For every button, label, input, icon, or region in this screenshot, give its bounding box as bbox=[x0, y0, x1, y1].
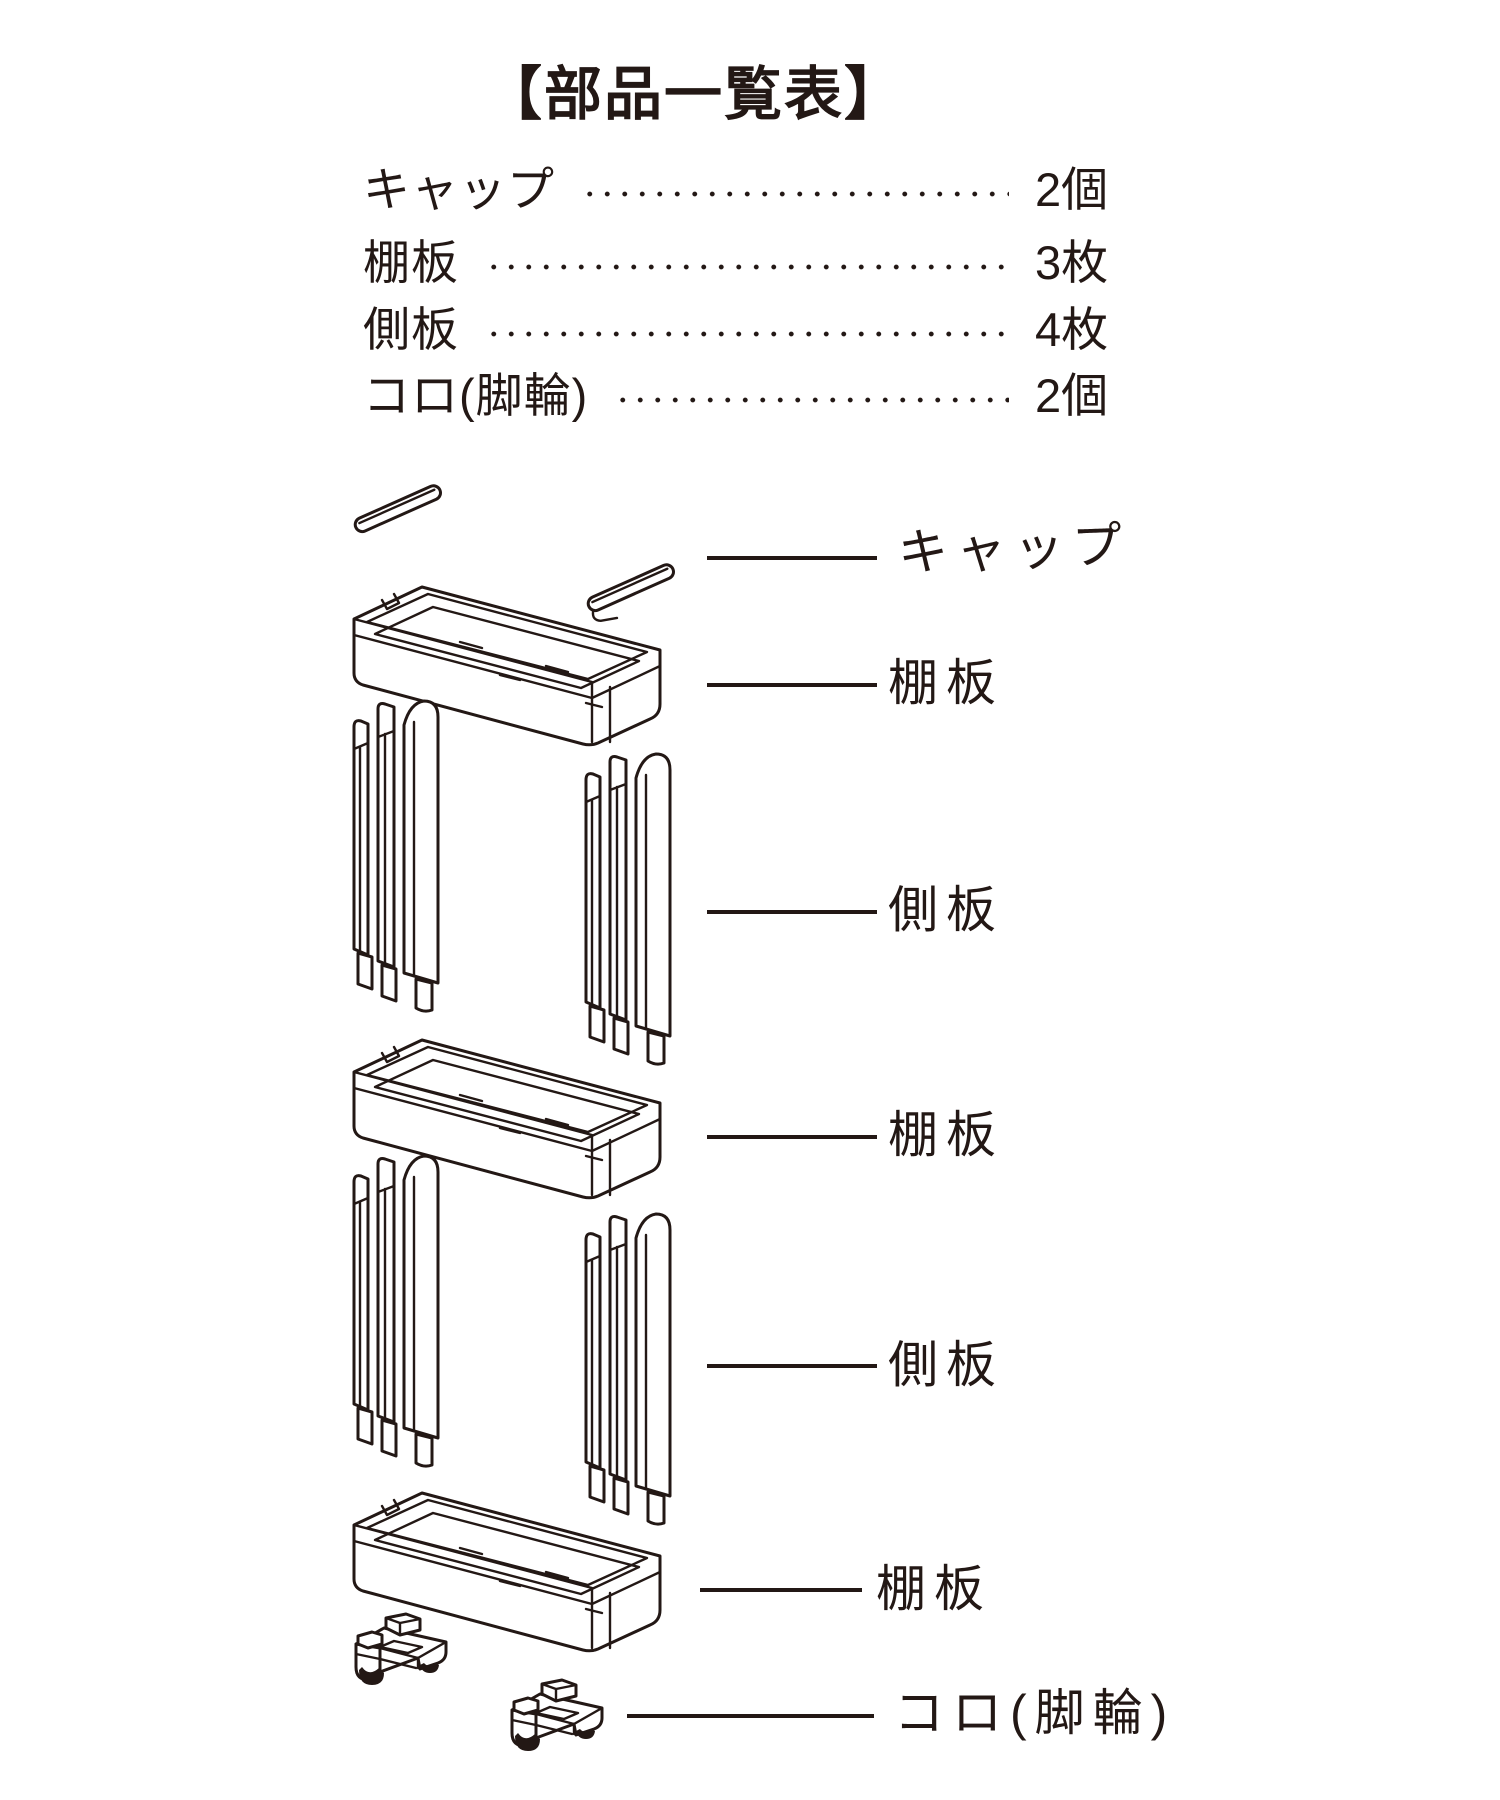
callout-label: キャップ bbox=[897, 516, 1131, 581]
exploded-diagram bbox=[351, 482, 678, 1753]
leader-line bbox=[707, 1364, 877, 1368]
leader-line bbox=[707, 1135, 877, 1139]
side-panel-drawing-right-1 bbox=[584, 752, 672, 1066]
parts-list-row: 側板 4枚 bbox=[363, 301, 1123, 357]
part-name: 棚板 bbox=[363, 235, 459, 289]
leader-line bbox=[707, 556, 877, 560]
leader-line bbox=[700, 1588, 862, 1592]
shelf-board-drawing-1 bbox=[352, 585, 662, 747]
part-name: キャップ bbox=[363, 162, 555, 216]
leader-line bbox=[627, 1714, 874, 1718]
part-count: 2個 bbox=[1035, 162, 1109, 216]
callout-label: コロ(脚輪) bbox=[894, 1685, 1176, 1741]
parts-list-row: コロ(脚輪) 2個 bbox=[363, 367, 1123, 423]
side-panel-drawing-right-2 bbox=[584, 1212, 672, 1526]
parts-list-row: 棚板 3枚 bbox=[363, 234, 1123, 290]
callout-label: 側板 bbox=[888, 882, 1004, 938]
callout-label: 棚板 bbox=[876, 1561, 992, 1617]
part-name: コロ(脚輪) bbox=[363, 368, 589, 422]
cap-part-drawing-1 bbox=[351, 482, 445, 536]
caster-drawing-1 bbox=[354, 1612, 448, 1687]
callout-label: 棚板 bbox=[888, 1107, 1004, 1163]
part-count: 2個 bbox=[1035, 368, 1109, 422]
part-count: 3枚 bbox=[1035, 235, 1109, 289]
part-name: 側板 bbox=[363, 302, 459, 356]
parts-list-row: キャップ 2個 bbox=[363, 161, 1123, 217]
leader-line bbox=[707, 910, 877, 914]
dot-leader bbox=[614, 395, 1009, 405]
shelf-board-drawing-2 bbox=[352, 1038, 662, 1200]
callout-label: 側板 bbox=[888, 1337, 1004, 1393]
side-panel-drawing-left-2 bbox=[352, 1154, 440, 1468]
dot-leader bbox=[581, 189, 1009, 199]
side-panel-drawing-left-1 bbox=[352, 699, 440, 1013]
part-count: 4枚 bbox=[1035, 302, 1109, 356]
leader-line bbox=[707, 683, 877, 687]
cap-part-drawing-2 bbox=[584, 561, 678, 623]
caster-drawing-2 bbox=[510, 1678, 604, 1753]
dot-leader bbox=[485, 329, 1009, 339]
callout-label: 棚板 bbox=[888, 655, 1004, 711]
dot-leader bbox=[485, 262, 1009, 272]
page-title: 【部品一覧表】 bbox=[484, 62, 905, 127]
